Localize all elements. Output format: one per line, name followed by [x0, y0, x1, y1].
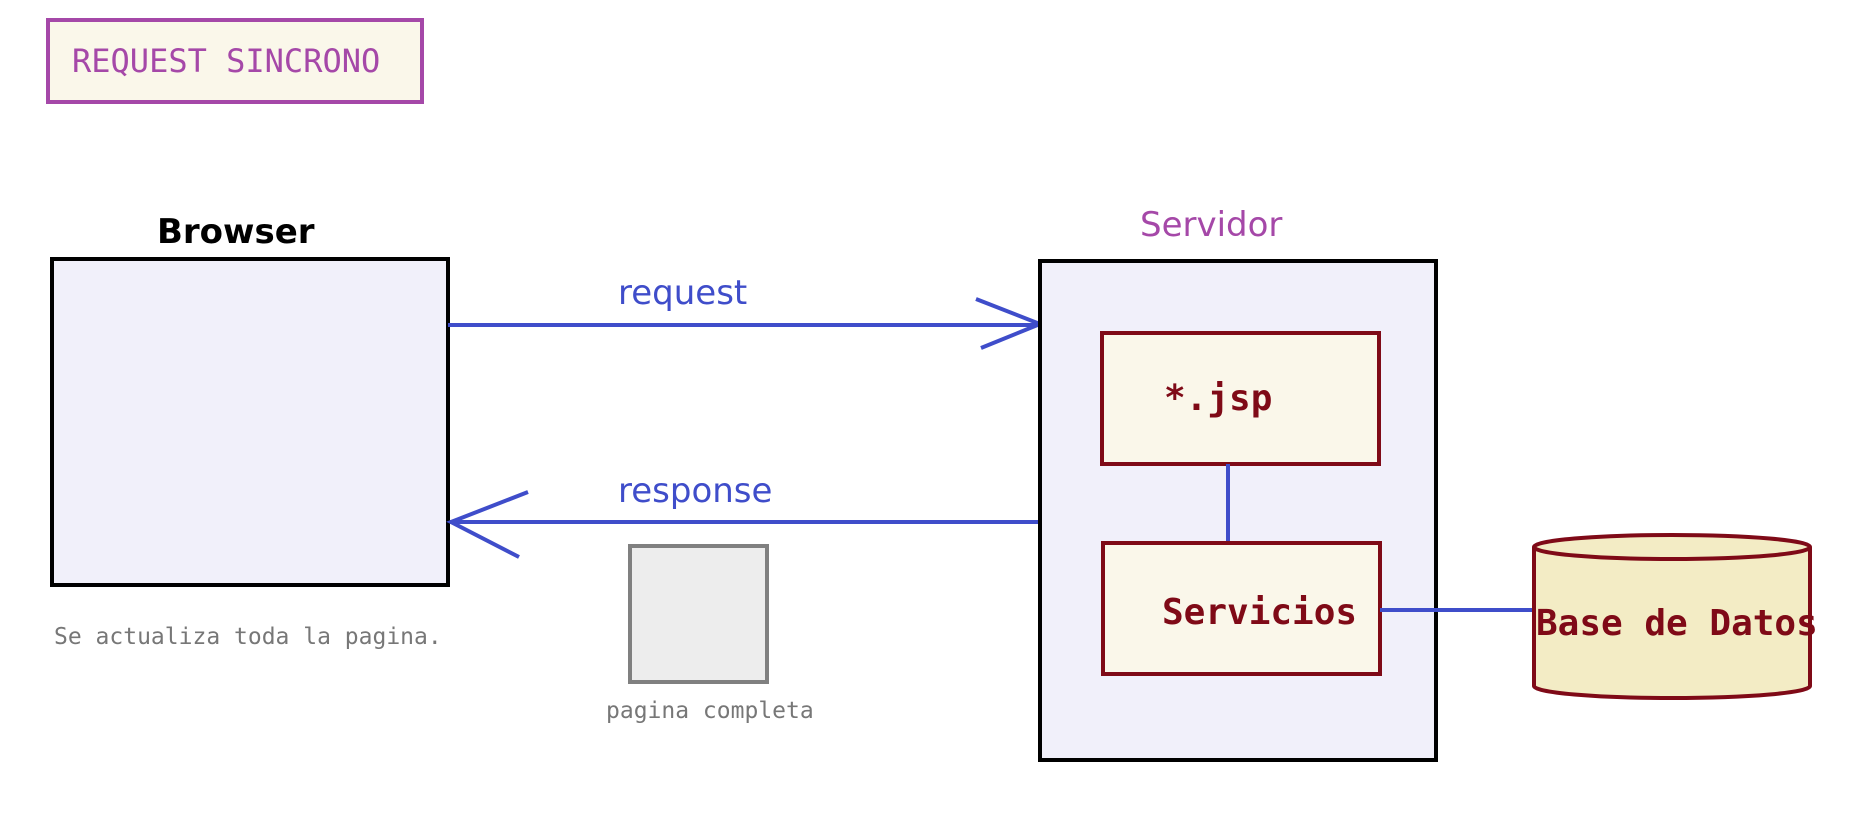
payload-label: pagina completa — [606, 698, 814, 724]
database-label: Base de Datos — [1536, 603, 1818, 644]
jsp-label: *.jsp — [1164, 378, 1272, 419]
payload: pagina completa — [606, 544, 814, 724]
title-text: REQUEST SINCRONO — [72, 42, 380, 80]
page-icon — [628, 544, 769, 684]
browser-box — [50, 257, 450, 587]
database: Base de Datos — [1532, 533, 1818, 700]
response-label: response — [618, 471, 772, 511]
services-label: Servicios — [1162, 592, 1357, 633]
request-label: request — [618, 273, 747, 313]
browser-label: Browser — [157, 212, 315, 252]
request-arrow: request — [448, 273, 1046, 350]
server-label: Servidor — [1140, 205, 1282, 245]
browser-node: Browser Se actualiza toda la pagina. — [50, 212, 450, 650]
title-box — [46, 18, 424, 104]
database-cylinder-top — [1532, 533, 1812, 561]
diagram-title: REQUEST SINCRONO — [46, 18, 424, 104]
response-arrow: response — [446, 471, 1040, 559]
server-node: Servidor *.jsp Servicios — [1038, 205, 1438, 762]
browser-note: Se actualiza toda la pagina. — [54, 624, 442, 650]
jsp-box — [1100, 331, 1381, 466]
database-cylinder-body — [1532, 547, 1812, 700]
response-arrow-head — [446, 490, 529, 559]
